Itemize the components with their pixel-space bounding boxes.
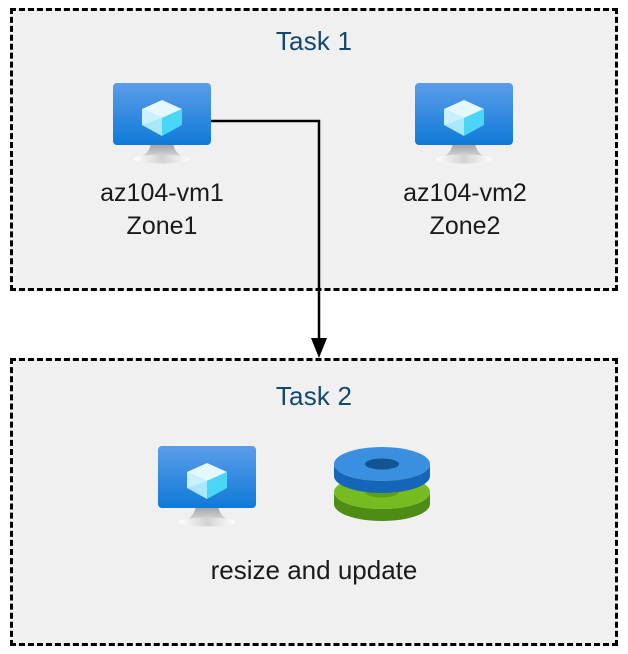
task-2-caption: resize and update (210, 555, 418, 585)
managed-disks-icon (330, 442, 434, 530)
task-2-title: Task 2 (275, 381, 353, 411)
vm1-label: az104-vm1 Zone1 (100, 179, 224, 240)
virtual-machine-icon (412, 80, 516, 168)
task-1-title: Task 1 (275, 26, 353, 56)
virtual-machine-icon (155, 443, 259, 531)
virtual-machine-icon (110, 80, 214, 168)
vm2-label: az104-vm2 Zone2 (403, 179, 527, 240)
task-2-group-box (10, 358, 618, 646)
